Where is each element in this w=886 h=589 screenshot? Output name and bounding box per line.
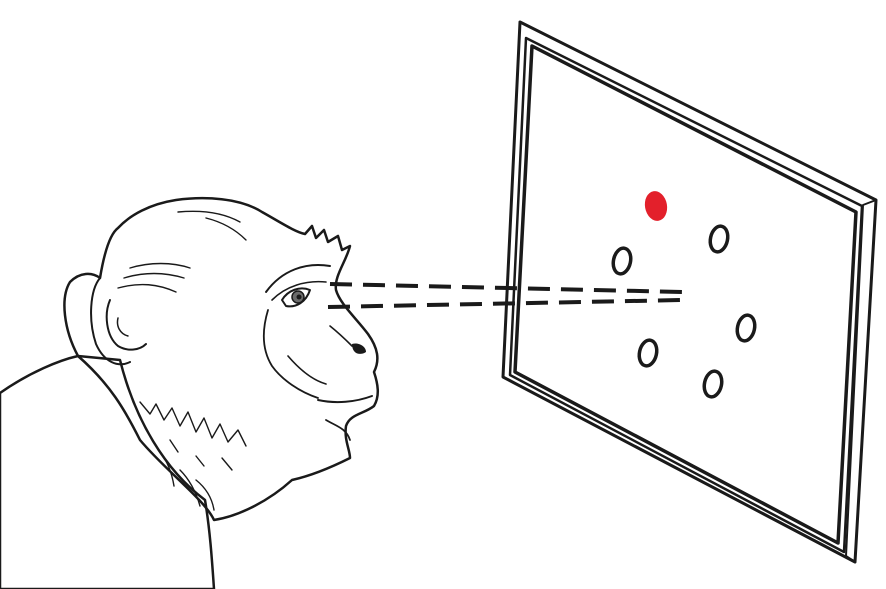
monkey-brow-lower <box>271 280 327 301</box>
monkey-cheek <box>263 309 319 399</box>
target-dot <box>644 191 668 221</box>
distractor-ring <box>735 313 757 343</box>
monkey-temple-fur <box>117 262 191 293</box>
screen-surface <box>513 44 858 545</box>
monkey-snout-line <box>329 325 353 347</box>
display-screen <box>501 20 878 564</box>
screen-frame-edge <box>845 199 877 563</box>
monkey-ear-inner <box>105 299 147 351</box>
monkey-ear-detail <box>116 317 129 337</box>
gaze-line-lower <box>327 298 684 309</box>
distractor-ring <box>637 338 659 368</box>
monkey-jaw-fur <box>139 401 247 471</box>
distractor-ring <box>708 224 730 254</box>
fixation-point <box>681 288 691 302</box>
monkey-body <box>0 354 216 589</box>
gaze-lines <box>327 282 684 309</box>
monkey-ear <box>90 277 131 366</box>
distractor-ring <box>702 369 724 399</box>
monkey-chin <box>325 419 351 441</box>
monkey-head <box>63 196 379 522</box>
distractor-ring <box>611 246 633 276</box>
monkey-eye-pupil <box>296 294 302 300</box>
monkey-neck-fur <box>159 451 215 511</box>
monkey-eye-outline <box>281 287 311 308</box>
gaze-line-upper <box>329 282 684 294</box>
monkey-crown-fur <box>177 210 247 241</box>
monkey <box>0 196 379 589</box>
screen-bezel <box>508 36 864 554</box>
monkey-nostril <box>352 343 366 354</box>
monkey-brow <box>265 264 331 293</box>
monkey-mouth <box>317 395 373 404</box>
monkey-muzzle-contour <box>287 355 327 385</box>
